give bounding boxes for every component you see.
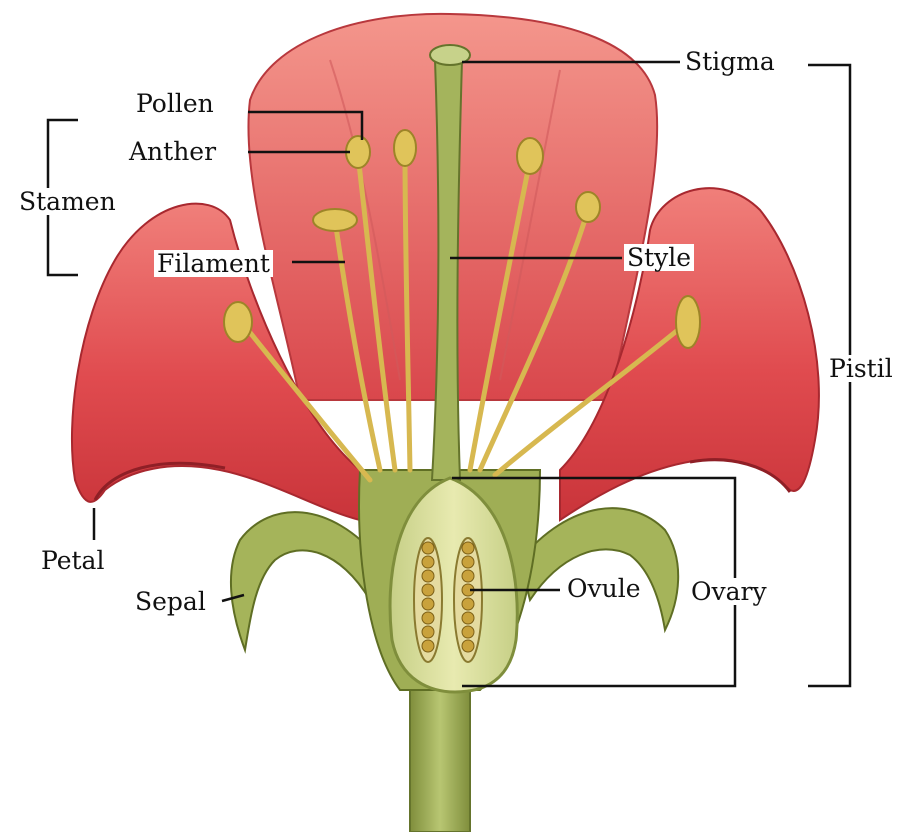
label-anther: Anther [126, 138, 219, 165]
stem [410, 690, 470, 832]
sepal-left [231, 512, 380, 650]
label-ovary: Ovary [688, 578, 770, 605]
label-ovule: Ovule [564, 575, 644, 602]
label-stigma: Stigma [682, 48, 778, 75]
label-pistil: Pistil [826, 355, 896, 382]
sepal-right [520, 508, 678, 630]
label-style: Style [624, 244, 694, 271]
label-stamen: Stamen [16, 188, 119, 215]
label-sepal: Sepal [132, 588, 209, 615]
label-pollen: Pollen [133, 90, 217, 117]
label-petal: Petal [38, 547, 107, 574]
label-filament: Filament [154, 250, 273, 277]
